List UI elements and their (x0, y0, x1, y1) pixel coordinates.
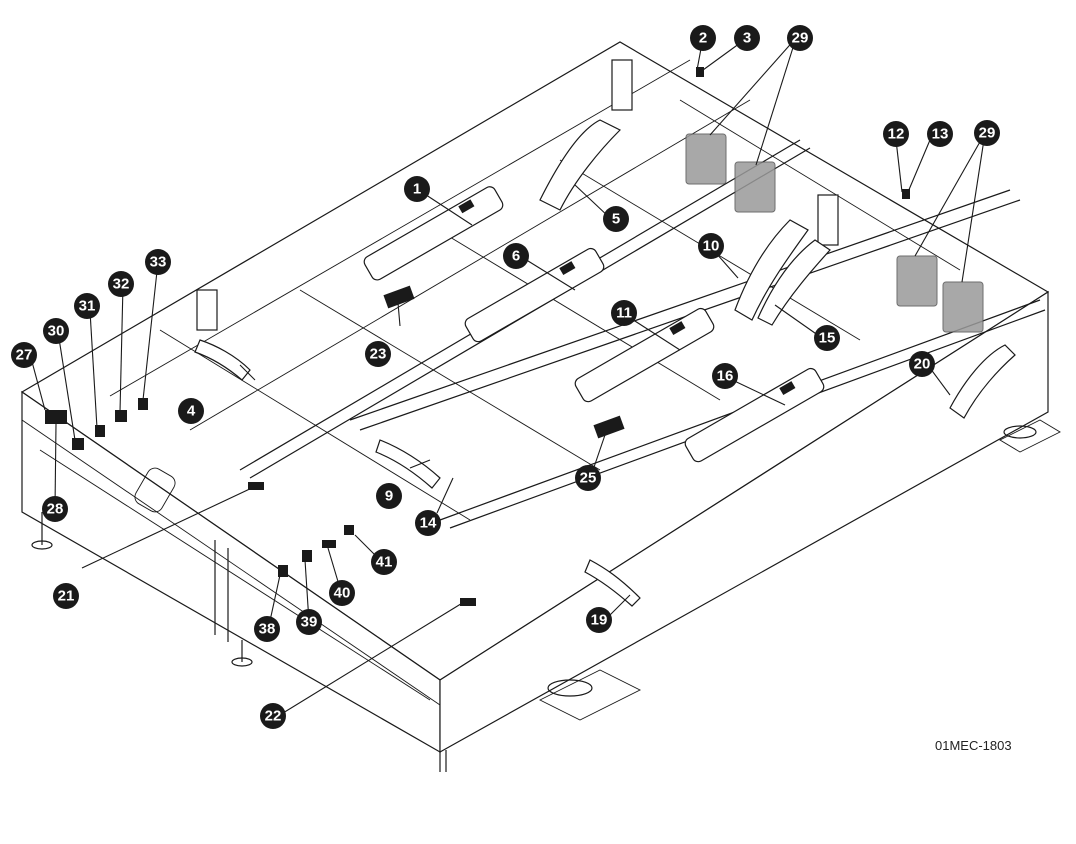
svg-text:29: 29 (792, 30, 809, 47)
svg-text:39: 39 (301, 614, 318, 631)
callout-9[interactable]: 9 (376, 483, 402, 509)
module-29-a (685, 133, 727, 185)
svg-text:28: 28 (47, 501, 64, 518)
callout-21[interactable]: 21 (53, 583, 79, 609)
svg-text:5: 5 (612, 211, 620, 228)
chassis (20, 41, 1061, 772)
callout-29-a[interactable]: 29 (787, 25, 813, 51)
callout-13[interactable]: 13 (927, 121, 953, 147)
module-29-b (734, 161, 776, 213)
svg-text:20: 20 (914, 356, 931, 373)
svg-text:29: 29 (979, 125, 996, 142)
callout-29-b[interactable]: 29 (974, 120, 1000, 146)
module-29-c (896, 255, 938, 307)
callout-30[interactable]: 30 (43, 318, 69, 344)
callout-38[interactable]: 38 (254, 616, 280, 642)
callout-16[interactable]: 16 (712, 363, 738, 389)
svg-text:33: 33 (150, 254, 167, 271)
svg-text:14: 14 (420, 515, 437, 532)
callout-10[interactable]: 10 (698, 233, 724, 259)
callout-2[interactable]: 2 (690, 25, 716, 51)
callout-20[interactable]: 20 (909, 351, 935, 377)
svg-text:2: 2 (699, 30, 707, 47)
svg-text:27: 27 (16, 347, 33, 364)
tube-assemblies (45, 67, 1016, 607)
svg-text:16: 16 (717, 368, 734, 385)
callout-32[interactable]: 32 (108, 271, 134, 297)
callout-3[interactable]: 3 (734, 25, 760, 51)
svg-text:4: 4 (187, 403, 196, 420)
svg-text:32: 32 (113, 276, 130, 293)
callout-15[interactable]: 15 (814, 325, 840, 351)
svg-text:21: 21 (58, 588, 75, 605)
svg-text:30: 30 (48, 323, 65, 340)
callout-23[interactable]: 23 (365, 341, 391, 367)
callout-19[interactable]: 19 (586, 607, 612, 633)
callouts: 1 2 3 4 5 6 9 10 11 12 13 14 15 16 19 20… (11, 25, 1000, 729)
callout-14[interactable]: 14 (415, 510, 441, 536)
svg-text:11: 11 (616, 305, 632, 322)
modules (685, 133, 984, 333)
callout-40[interactable]: 40 (329, 580, 355, 606)
callout-33[interactable]: 33 (145, 249, 171, 275)
svg-text:38: 38 (259, 621, 276, 638)
callout-28[interactable]: 28 (42, 496, 68, 522)
svg-text:6: 6 (512, 248, 520, 265)
figure-id-label: 01MEC-1803 (935, 738, 1012, 753)
svg-text:15: 15 (819, 330, 836, 347)
callout-11[interactable]: 11 (611, 300, 637, 326)
svg-text:22: 22 (265, 708, 282, 725)
callout-22[interactable]: 22 (260, 703, 286, 729)
callout-31[interactable]: 31 (74, 293, 100, 319)
callout-6[interactable]: 6 (503, 243, 529, 269)
svg-text:25: 25 (580, 470, 597, 487)
svg-text:10: 10 (703, 238, 720, 255)
svg-text:12: 12 (888, 126, 905, 143)
callout-39[interactable]: 39 (296, 609, 322, 635)
svg-text:41: 41 (376, 554, 393, 571)
callout-4[interactable]: 4 (178, 398, 204, 424)
callout-25[interactable]: 25 (575, 465, 601, 491)
callout-12[interactable]: 12 (883, 121, 909, 147)
svg-text:40: 40 (334, 585, 351, 602)
chassis-right-face (439, 290, 1049, 754)
svg-text:19: 19 (591, 612, 608, 629)
callout-5[interactable]: 5 (603, 206, 629, 232)
svg-text:13: 13 (932, 126, 949, 143)
svg-text:1: 1 (413, 181, 421, 198)
callout-1[interactable]: 1 (404, 176, 430, 202)
svg-text:31: 31 (79, 298, 96, 315)
svg-text:23: 23 (370, 346, 387, 363)
svg-text:9: 9 (385, 488, 393, 505)
callout-27[interactable]: 27 (11, 342, 37, 368)
callout-41[interactable]: 41 (371, 549, 397, 575)
svg-text:3: 3 (743, 30, 751, 47)
module-29-d (942, 281, 984, 333)
